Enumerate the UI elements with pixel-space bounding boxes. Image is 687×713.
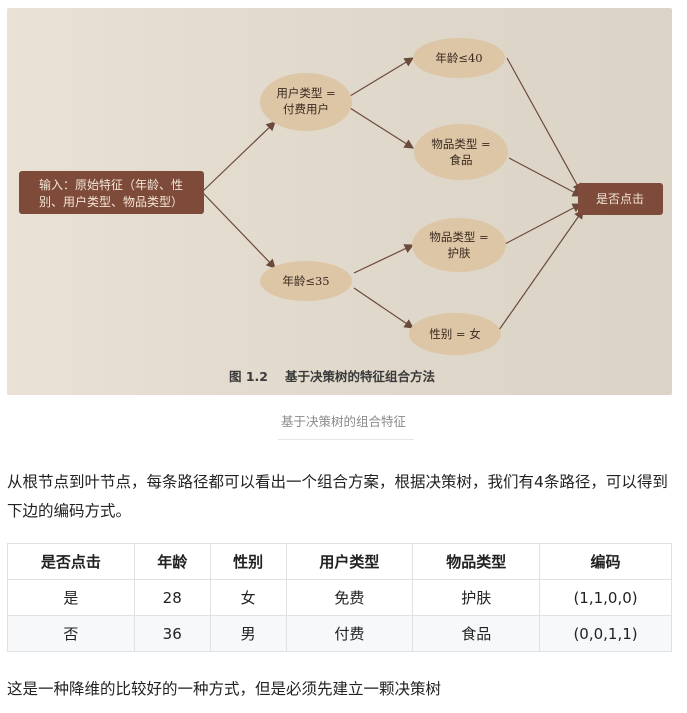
table-cell: 女 xyxy=(209,579,287,616)
age35-node xyxy=(260,261,352,301)
figure-number: 图 1.2 xyxy=(229,369,268,384)
table-cell: 食品 xyxy=(412,615,541,652)
age35-node-label: 年龄≤35 xyxy=(282,274,329,288)
edge-age35-skin xyxy=(353,244,415,274)
header-cell: 编码 xyxy=(539,543,672,580)
table-header-row: 是否点击 年龄 性别 用户类型 物品类型 编码 xyxy=(7,543,672,580)
figure-title: 基于决策树的特征组合方法 xyxy=(284,369,436,384)
edge-skin-output xyxy=(502,203,583,246)
input-node-label-1: 输入：原始特征（年龄、性 xyxy=(39,177,183,192)
item-skin-node-label-1: 物品类型 = xyxy=(429,230,488,244)
image-caption: 基于决策树的组合特征 xyxy=(280,414,406,429)
header-cell: 是否点击 xyxy=(7,543,135,580)
decision-tree-figure: 输入：原始特征（年龄、性 别、用户类型、物品类型） 用户类型 = 付费用户 年龄… xyxy=(7,8,672,395)
caption-divider xyxy=(278,439,414,440)
footer-paragraph: 这是一种降维的比较好的一种方式，但是必须先建立一颗决策树 xyxy=(7,680,442,698)
tree-edges xyxy=(202,57,584,331)
item-skin-node-label-2: 护肤 xyxy=(448,246,471,260)
output-node-box xyxy=(578,183,663,215)
age40-node-label: 年龄≤40 xyxy=(435,51,482,65)
header-cell: 用户类型 xyxy=(285,543,414,580)
item-food-node-label-2: 食品 xyxy=(450,153,473,167)
body-paragraph: 从根节点到叶节点，每条路径都可以看出一个组合方案，根据决策树，我们有4条路径，可… xyxy=(7,473,668,520)
header-cell: 物品类型 xyxy=(412,543,541,580)
table-cell: 男 xyxy=(209,615,287,652)
usertype-node-label-2: 付费用户 xyxy=(283,102,329,116)
table-cell: 护肤 xyxy=(412,579,541,616)
table-cell: 36 xyxy=(133,615,211,652)
gender-node xyxy=(409,313,501,355)
edge-usertype-food xyxy=(349,107,415,149)
gender-node-label: 性别 = 女 xyxy=(429,327,480,341)
edge-usertype-age40 xyxy=(349,57,415,97)
table-cell: 免费 xyxy=(285,579,414,616)
input-node-box xyxy=(19,171,204,214)
header-cell: 性别 xyxy=(209,543,287,580)
item-food-node xyxy=(414,124,508,180)
table-cell: (1,1,0,0) xyxy=(539,579,672,616)
edge-gender-output xyxy=(498,209,584,331)
input-node-label-2: 别、用户类型、物品类型） xyxy=(39,194,183,209)
edge-age35-gender xyxy=(353,287,414,329)
table-cell: 28 xyxy=(133,579,211,616)
usertype-node-label-1: 用户类型 = xyxy=(276,86,335,100)
table-row: 是 28 女 免费 护肤 (1,1,0,0) xyxy=(7,579,672,616)
table-cell: 付费 xyxy=(285,615,414,652)
edge-age40-output xyxy=(506,57,582,194)
edge-input-usertype xyxy=(202,121,276,192)
decision-tree-diagram: 输入：原始特征（年龄、性 别、用户类型、物品类型） 用户类型 = 付费用户 年龄… xyxy=(7,8,672,395)
age40-node xyxy=(413,38,505,78)
table-cell: 是 xyxy=(7,579,135,616)
item-skin-node xyxy=(412,218,506,272)
output-node-label: 是否点击 xyxy=(596,192,644,206)
usertype-node xyxy=(260,73,352,131)
item-food-node-label-1: 物品类型 = xyxy=(431,137,490,151)
header-cell: 年龄 xyxy=(133,543,211,580)
encoding-table: 是否点击 年龄 性别 用户类型 物品类型 编码 是 28 女 免费 护肤 (1,… xyxy=(7,543,672,652)
table-cell: 否 xyxy=(7,615,135,652)
edge-input-age35 xyxy=(202,192,276,269)
table-cell: (0,0,1,1) xyxy=(539,615,672,652)
table-row: 否 36 男 付费 食品 (0,0,1,1) xyxy=(7,615,672,652)
edge-food-output xyxy=(508,157,583,197)
